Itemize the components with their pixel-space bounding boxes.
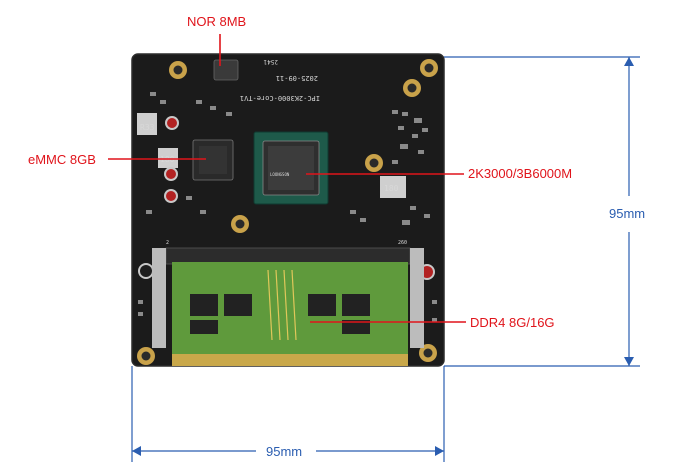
ddr-chip-5 xyxy=(190,320,218,334)
ddr-chip-6 xyxy=(342,320,370,334)
soc-package: LOONGSON xyxy=(253,131,329,205)
callout-soc: 2K3000/3B6000M xyxy=(468,166,572,181)
ddr-chip-3 xyxy=(308,294,336,316)
callout-emmc: eMMC 8GB xyxy=(28,152,96,167)
inductor-r33 xyxy=(137,113,157,135)
svg-text:LOONGSON: LOONGSON xyxy=(270,172,290,177)
dimension-width-label: 95mm xyxy=(266,444,302,459)
ddr-chip-4 xyxy=(342,294,370,316)
nor-flash-chip xyxy=(213,59,239,81)
mounting-holes xyxy=(137,59,438,365)
ddr-chip-1 xyxy=(190,294,218,316)
silk-code: 2541 xyxy=(263,58,278,65)
callout-ddr: DDR4 8G/16G xyxy=(470,315,555,330)
silk-r33: R33 xyxy=(140,123,155,132)
sodimm-slot xyxy=(152,247,424,348)
callout-nor: NOR 8MB xyxy=(187,14,246,29)
dimension-width xyxy=(131,366,445,462)
callout-lines xyxy=(108,34,466,323)
smd-cluster xyxy=(138,92,437,322)
dimension-height xyxy=(444,56,640,367)
silk-pin-260: 260 xyxy=(398,240,407,246)
ddr4-module xyxy=(172,262,408,366)
silk-pin-2: 2 xyxy=(166,240,169,246)
ddr-chip-2 xyxy=(224,294,252,316)
silk-board-id: IPC-2K3000-Core-TV1 xyxy=(240,94,320,102)
silk-180b: 180 xyxy=(384,184,399,193)
silk-date: 2025-09-11 xyxy=(276,74,318,82)
dimension-height-label: 95mm xyxy=(609,206,645,221)
